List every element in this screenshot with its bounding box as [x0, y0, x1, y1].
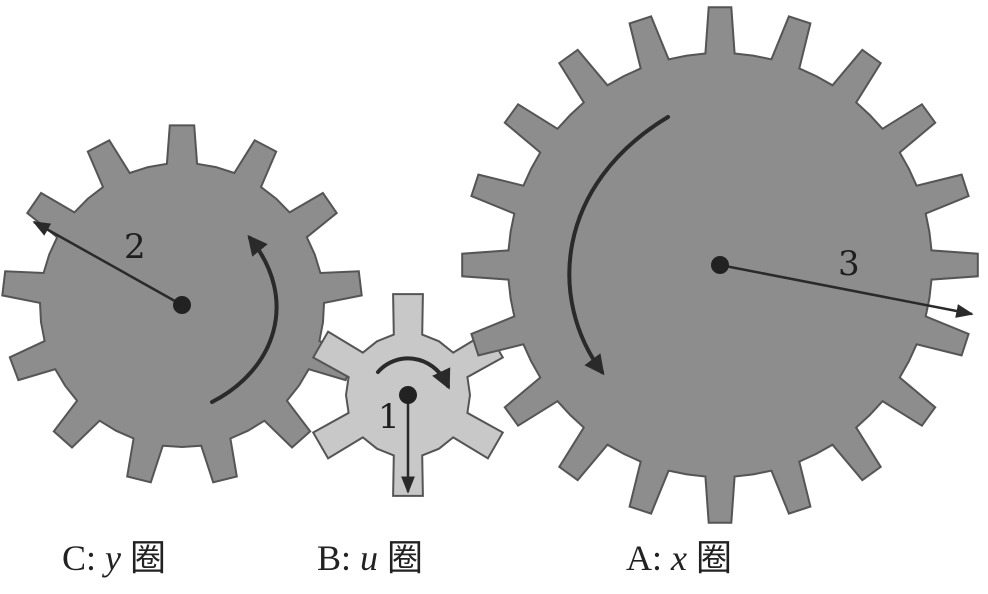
gear-c: 2 — [1, 124, 363, 484]
gear-a-rotation-arrow — [567, 115, 670, 376]
gear-c-caption-prefix: C: — [62, 538, 106, 578]
gear-b-radius-label: 1 — [378, 397, 400, 437]
gear-c-rotation-arrow — [210, 234, 279, 404]
gear-a-center-dot — [711, 256, 729, 274]
gear-c-radius-label: 2 — [124, 227, 146, 267]
gear-a-caption-suffix: 圈 — [686, 538, 732, 578]
gear-b-rotation-arrow — [376, 356, 451, 390]
gear-b-caption-var: u — [360, 538, 379, 578]
gear-b-caption: B: u 圈 — [317, 540, 423, 576]
gear-b: 1 — [311, 293, 505, 497]
gear-a-caption: A: x 圈 — [626, 540, 732, 576]
gear-c-caption-var: y — [105, 538, 121, 578]
gear-c-radius-line — [32, 220, 183, 307]
gear-c-center-dot — [173, 296, 191, 314]
gear-a-caption-prefix: A: — [626, 538, 671, 578]
gear-c-caption-suffix: 圈 — [121, 538, 167, 578]
gear-a: 3 — [461, 6, 979, 524]
gear-a-radius-label: 3 — [838, 244, 860, 284]
gear-b-center-dot — [399, 386, 417, 404]
gear-b-caption-suffix: 圈 — [378, 538, 424, 578]
gear-b-caption-prefix: B: — [317, 538, 361, 578]
gear-a-caption-var: x — [671, 538, 687, 578]
gear-a-radius-line — [719, 263, 974, 318]
gear-c-caption: C: y 圈 — [62, 540, 166, 576]
